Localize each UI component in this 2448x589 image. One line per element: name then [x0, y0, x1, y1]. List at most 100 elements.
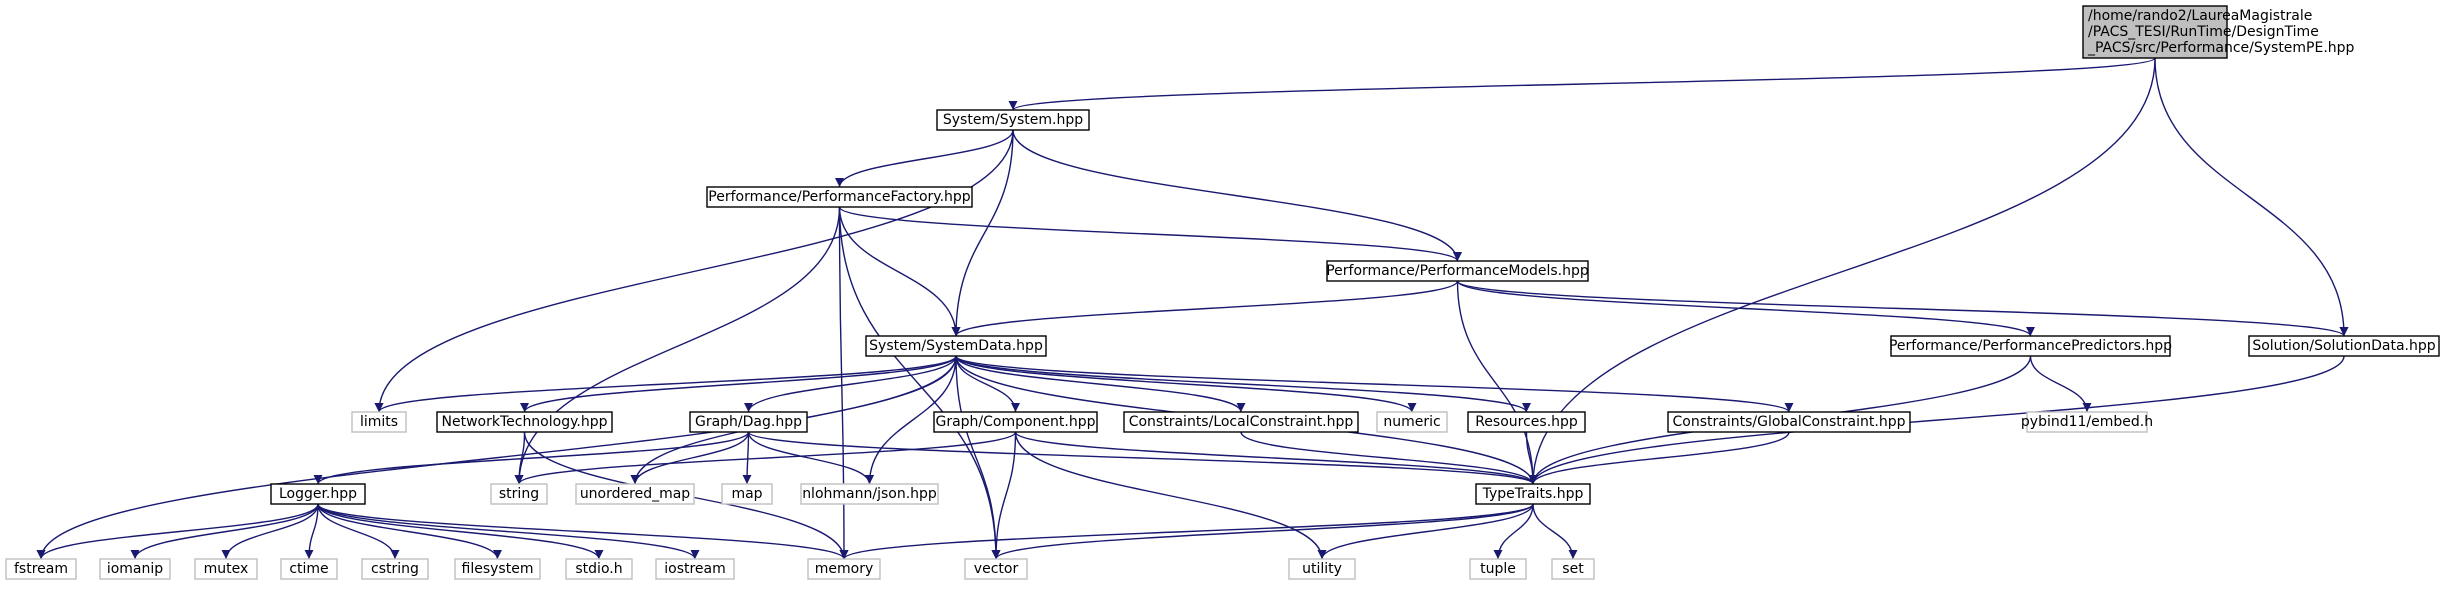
node-numeric: numeric	[1376, 411, 1448, 433]
node-network-tech[interactable]: NetworkTechnology.hpp	[436, 411, 613, 433]
node-perf-factory[interactable]: Performance/PerformanceFactory.hpp	[706, 186, 973, 208]
edge-global_constraint-to-type_traits	[1528, 431, 1790, 485]
edge-system_data-to-json	[865, 355, 957, 485]
node-label: Resources.hpp	[1475, 414, 1578, 430]
node-solution-data[interactable]: Solution/SolutionData.hpp	[2248, 335, 2440, 357]
node-set: set	[1551, 558, 1595, 580]
node-map: map	[721, 483, 773, 505]
edge-system_data-to-numeric	[955, 355, 1417, 413]
node-box	[1467, 411, 1586, 433]
node-box	[2026, 411, 2148, 433]
node-box	[865, 335, 1047, 357]
node-box	[2248, 335, 2440, 357]
edge-graph_dag-to-unordered_map	[630, 431, 750, 485]
edge-graph_dag-to-map	[742, 431, 752, 485]
edge-type_traits-to-memory	[839, 503, 1534, 560]
node-box	[436, 411, 613, 433]
edge-system-to-limits	[374, 129, 1014, 413]
edge-perf_models-to-solution_data	[1456, 280, 2349, 337]
edge-graph_component-to-utility	[1014, 431, 1327, 560]
node-label: Constraints/GlobalConstraint.hpp	[1673, 414, 1906, 430]
node-box	[1469, 558, 1527, 580]
node-label: Logger.hpp	[279, 486, 357, 502]
node-label: iomanip	[107, 561, 163, 577]
nodes-layer: /home/rando2/LaureaMagistrale/PACS_TESI/…	[5, 5, 2440, 580]
node-tuple: tuple	[1469, 558, 1527, 580]
node-box	[565, 558, 633, 580]
node-label: mutex	[204, 561, 249, 577]
edge-root-to-system	[1008, 57, 2156, 111]
node-label: Performance/PerformancePredictors.hpp	[1889, 338, 2172, 354]
edge-graph_component-to-type_traits	[1014, 431, 1538, 485]
edge-graph_dag-to-json	[747, 431, 874, 485]
node-label: System/System.hpp	[943, 112, 1083, 128]
node-global-constraint[interactable]: Constraints/GlobalConstraint.hpp	[1667, 411, 1911, 433]
edge-system_data-to-graph_dag	[744, 355, 957, 413]
node-label: TypeTraits.hpp	[1482, 486, 1584, 502]
node-iostream: iostream	[655, 558, 735, 580]
edge-system_data-to-vector	[955, 355, 1001, 560]
node-local-constraint[interactable]: Constraints/LocalConstraint.hpp	[1123, 411, 1359, 433]
edge-perf_factory-to-memory	[838, 206, 849, 560]
edge-logger-to-stdio	[317, 503, 604, 560]
node-label: Constraints/LocalConstraint.hpp	[1129, 414, 1354, 430]
node-pybind: pybind11/embed.h	[2021, 411, 2153, 433]
edge-root-to-type_traits	[1528, 57, 2156, 485]
node-label: Graph/Component.hpp	[935, 414, 1095, 430]
edge-system-to-perf_models	[1012, 129, 1462, 262]
node-box	[270, 483, 366, 505]
node-system[interactable]: System/System.hpp	[936, 109, 1090, 131]
node-graph-component[interactable]: Graph/Component.hpp	[933, 411, 1098, 433]
node-memory: memory	[807, 558, 881, 580]
edge-system_data-to-limits	[374, 355, 957, 413]
node-label: _PACS/src/Performance/SystemPE.hpp	[2087, 40, 2355, 56]
node-box	[5, 558, 77, 580]
node-label: string	[499, 486, 539, 502]
node-vector: vector	[964, 558, 1028, 580]
node-box	[689, 411, 808, 433]
node-label: Performance/PerformanceModels.hpp	[1326, 263, 1589, 279]
edge-type_traits-to-set	[1532, 503, 1578, 560]
node-resources[interactable]: Resources.hpp	[1467, 411, 1586, 433]
node-box	[1123, 411, 1359, 433]
node-logger[interactable]: Logger.hpp	[270, 483, 366, 505]
node-ctime: ctime	[280, 558, 338, 580]
node-label: ctime	[289, 561, 328, 577]
node-fstream: fstream	[5, 558, 77, 580]
node-box	[1288, 558, 1356, 580]
node-label: vector	[974, 561, 1019, 577]
edges-layer	[36, 57, 2349, 560]
node-root-file: /home/rando2/LaureaMagistrale/PACS_TESI/…	[2082, 5, 2355, 59]
node-label: cstring	[371, 561, 419, 577]
node-iomanip: iomanip	[99, 558, 171, 580]
edge-system-to-perf_factory	[835, 129, 1014, 188]
node-limits: limits	[351, 411, 407, 433]
node-label: iostream	[664, 561, 726, 577]
node-cstring: cstring	[361, 558, 429, 580]
node-box	[936, 109, 1090, 131]
edge-logger-to-mutex	[221, 503, 319, 560]
node-system-data[interactable]: System/SystemData.hpp	[865, 335, 1047, 357]
node-label: memory	[815, 561, 874, 577]
edge-perf_models-to-perf_predictors	[1456, 280, 2035, 337]
node-type-traits[interactable]: TypeTraits.hpp	[1475, 483, 1591, 505]
edge-logger-to-cstring	[317, 503, 400, 560]
edge-type_traits-to-utility	[1317, 503, 1534, 560]
node-graph-dag[interactable]: Graph/Dag.hpp	[689, 411, 808, 433]
node-string: string	[490, 483, 548, 505]
node-box	[1890, 335, 2171, 357]
edge-logger-to-ctime	[304, 503, 319, 560]
node-label: Performance/PerformanceFactory.hpp	[708, 189, 971, 205]
node-label: filesystem	[462, 561, 534, 577]
node-box	[964, 558, 1028, 580]
node-box	[575, 483, 695, 505]
node-label: numeric	[1383, 414, 1440, 430]
edge-solution_data-to-type_traits	[1528, 355, 2345, 485]
node-label: stdio.h	[575, 561, 622, 577]
node-perf-models[interactable]: Performance/PerformanceModels.hpp	[1326, 260, 1589, 282]
edge-logger-to-iostream	[317, 503, 700, 560]
node-perf-predictors[interactable]: Performance/PerformancePredictors.hpp	[1889, 335, 2172, 357]
edge-logger-to-fstream	[36, 503, 319, 560]
node-box	[351, 411, 407, 433]
